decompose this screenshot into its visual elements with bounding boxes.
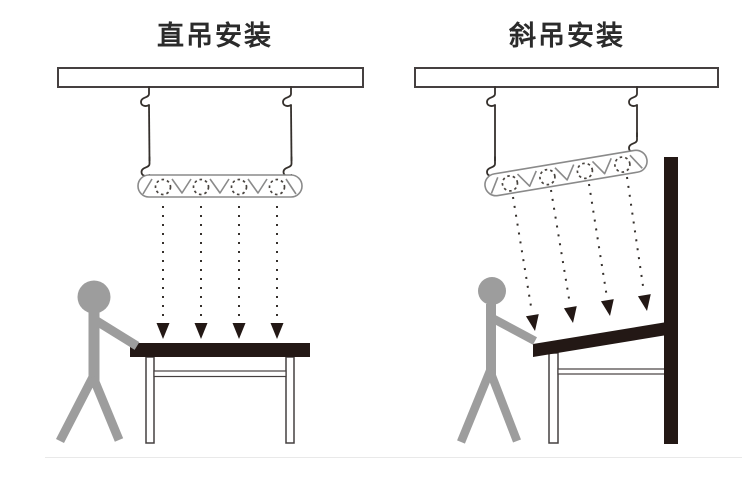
arrow-down-icon (600, 299, 617, 318)
arrow-down-icon (525, 314, 542, 333)
light-ray-arrowheads (525, 294, 654, 333)
worker-head (77, 280, 111, 314)
arrow-down-icon (194, 323, 208, 339)
light-ray-arrowheads (156, 323, 284, 339)
hanger-wire-left (486, 86, 496, 177)
light-rays (162, 206, 278, 318)
panel-angled-hang (414, 67, 719, 444)
panel-title-straight-hang: 直吊安装 (157, 21, 273, 51)
worker-figure (56, 280, 140, 444)
panel-title-angled-hang: 斜吊安装 (509, 21, 625, 51)
arrow-down-icon (637, 294, 654, 313)
arrow-down-icon (563, 306, 580, 325)
hanger-wire-left (140, 86, 151, 177)
s-hook-icon (282, 86, 292, 107)
tilted-table-top (533, 322, 667, 357)
wall-panel (664, 157, 678, 444)
s-hook-icon (282, 156, 293, 177)
s-hook-icon (628, 86, 638, 107)
s-hook-icon (486, 86, 496, 107)
tilted-work-table (533, 157, 678, 444)
hanger-wire-right (628, 86, 638, 153)
s-hook-icon (140, 86, 150, 107)
light-fixture-tilted (482, 147, 650, 199)
ceiling-beam (57, 67, 364, 88)
work-table (130, 343, 310, 444)
table-top (130, 343, 310, 357)
light-rays (512, 176, 645, 312)
worker-figure (457, 277, 538, 444)
worker-head (478, 277, 506, 305)
page-edge-divider (45, 457, 742, 458)
ceiling-beam (414, 67, 719, 88)
light-fixture (137, 174, 303, 198)
hanger-wire-right (282, 86, 293, 177)
s-hook-icon (140, 156, 151, 177)
arrow-down-icon (232, 323, 246, 339)
s-hook-icon (628, 132, 638, 153)
arrow-down-icon (156, 323, 170, 339)
arrow-down-icon (270, 323, 284, 339)
panel-straight-hang (56, 67, 364, 444)
